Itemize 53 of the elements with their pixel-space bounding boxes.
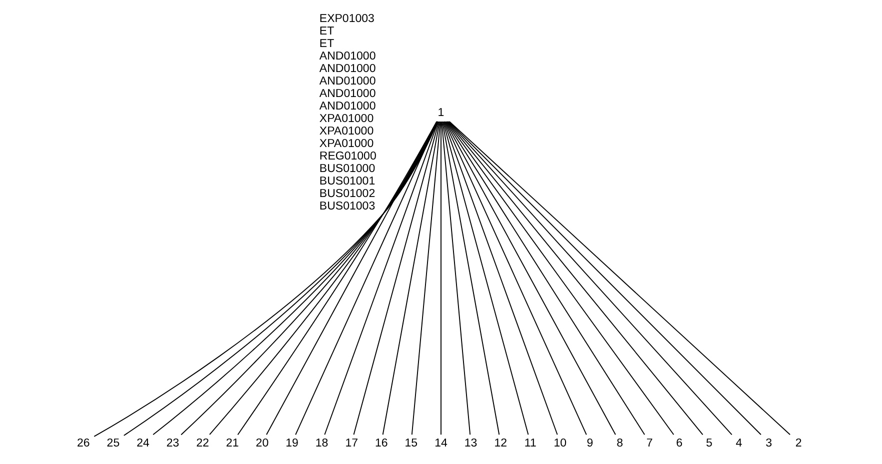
node-text: 10 [554,437,567,450]
node-text: 6 [676,437,683,450]
label: AND01000 [319,100,376,113]
label: AND01000 [319,76,376,88]
node-text: 17 [345,437,358,450]
connector [442,121,529,436]
connector [442,121,500,436]
node-text: 12 [494,437,508,450]
node-text: 25 [106,437,120,450]
node-text: 16 [374,437,388,450]
node-text: 14 [434,437,448,450]
connector [353,121,440,436]
label: BUS01003 [319,200,376,213]
label: ET [319,38,334,50]
node-text: 7 [646,437,653,450]
connector [443,121,558,436]
node-text: 20 [256,437,269,450]
node-text: 19 [286,437,298,450]
node-text: 26 [77,437,90,450]
label: BUS01002 [319,188,376,200]
node-text: 11 [524,437,536,450]
node-text: 5 [706,437,712,450]
node-text: 1 [438,106,444,119]
connector [440,121,442,436]
label: XPA01000 [319,138,374,150]
connector [324,121,439,436]
node-text: 22 [196,437,210,450]
node-text: 21 [226,437,239,450]
label: AND01000 [319,88,376,100]
node-text: 2 [795,437,802,450]
node-text: 23 [166,437,180,450]
node-text: 13 [464,437,478,450]
connector [444,121,587,436]
connector [411,121,441,436]
connector [441,121,471,436]
label: BUS01001 [319,176,376,188]
label: XPA01000 [319,113,374,126]
node-text: 9 [586,437,594,450]
label: REG01000 [319,150,376,163]
label: XPA01000 [319,126,374,138]
node-text: 4 [736,437,742,450]
node-text: 18 [315,437,328,450]
label: EXP01003 [319,13,374,26]
connector [382,121,440,436]
label: AND01000 [319,63,376,76]
label: AND01000 [319,50,376,63]
connector [295,121,438,436]
label: BUS01000 [319,163,376,176]
label: ET [319,26,334,38]
node-text: 8 [616,437,623,450]
node-text: 24 [136,437,150,450]
node-text: 3 [766,437,772,450]
node-text: 15 [404,437,418,450]
